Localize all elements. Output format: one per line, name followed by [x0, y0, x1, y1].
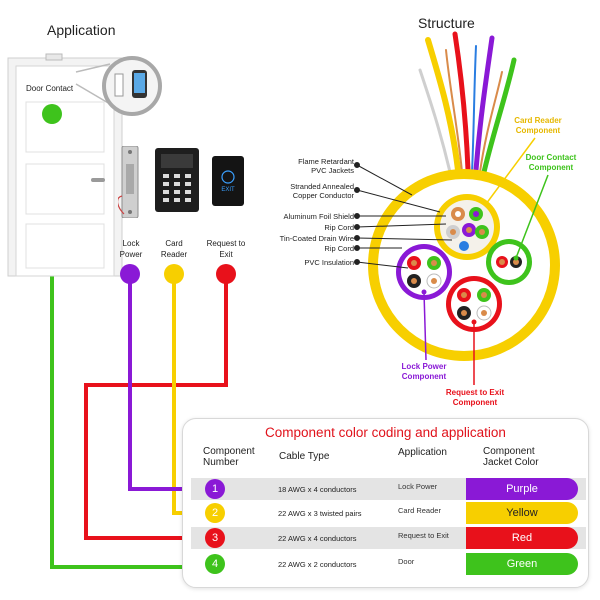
structure-label-rip-cord-1: Rip Cord	[324, 223, 354, 232]
cable-type-cell: 22 AWG x 4 conductors	[278, 534, 357, 543]
table-row: 2 22 AWG x 3 twisted pairs Card Reader Y…	[191, 502, 586, 524]
exit-button: EXIT	[212, 156, 244, 206]
table-row: 3 22 AWG x 4 conductors Request to Exit …	[191, 527, 586, 549]
electric-strike-lock	[118, 146, 139, 218]
door-contact-label: Door Contact	[26, 84, 74, 93]
table-row: 1 18 AWG x 4 conductors Lock Power Purpl…	[191, 478, 586, 500]
structure-label-rip-cord-2: Rip Cord	[324, 244, 354, 253]
cable-type-cell: 22 AWG x 3 twisted pairs	[278, 509, 362, 518]
component-number-badge: 2	[205, 503, 225, 523]
card-reader-label: Card Reader	[160, 239, 188, 259]
application-cell: Door	[398, 557, 415, 566]
header-jacket-color: Component Jacket Color	[483, 446, 539, 468]
structure-label-flame-retardant: Flame Retardant PVC Jackets	[298, 157, 354, 175]
callout-door-contact: Door Contact Component	[525, 153, 577, 172]
cable-type-cell: 18 AWG x 4 conductors	[278, 485, 357, 494]
sensor-magnifier	[75, 56, 162, 116]
table-row: 4 22 AWG x 2 conductors Door Green	[191, 553, 586, 575]
header-cable-type: Cable Type	[279, 451, 330, 462]
component-number-badge: 3	[205, 528, 225, 548]
cable-strands	[418, 31, 517, 175]
callout-request-to-exit: Request to Exit Component	[445, 388, 505, 407]
component-number-badge: 4	[205, 554, 225, 574]
application-cell: Lock Power	[398, 482, 438, 491]
jacket-color-cell: Purple	[466, 478, 578, 500]
request-to-exit-label: Request to Exit	[206, 239, 246, 259]
callout-lock-power: Lock Power Component	[401, 362, 447, 381]
structure-title: Structure	[418, 15, 475, 31]
application-cell: Request to Exit	[398, 531, 449, 540]
structure-label-copper-conductor: Stranded Annealed Copper Conductor	[290, 182, 354, 200]
structure-label-foil-shield: Aluminum Foil Shield	[283, 212, 354, 221]
request-to-exit-dot	[216, 264, 236, 284]
card-reader-keypad	[155, 148, 199, 212]
table-title: Component color coding and application	[265, 425, 506, 440]
header-application: Application	[398, 447, 447, 458]
door-contact-dot	[42, 104, 62, 124]
lock-power-dot	[120, 264, 140, 284]
structure-label-pvc-insulation: PVC Insulation	[304, 258, 354, 267]
jacket-color-cell: Red	[466, 527, 578, 549]
red-wire	[84, 274, 228, 540]
component-table-panel: Component color coding and application C…	[182, 418, 589, 588]
jacket-color-cell: Yellow	[466, 502, 578, 524]
card-reader-dot	[164, 264, 184, 284]
structure-label-drain-wire: Tin-Coated Drain Wire	[279, 234, 354, 243]
door-illustration	[7, 53, 123, 277]
header-component-number: Component Number	[203, 446, 255, 468]
component-number-badge: 1	[205, 479, 225, 499]
exit-button-text: EXIT	[221, 187, 235, 193]
purple-wire	[128, 274, 200, 491]
application-cell: Card Reader	[398, 506, 441, 515]
lock-power-label: Lock Power	[119, 239, 143, 259]
application-title: Application	[47, 22, 116, 38]
cable-structure-diagram	[354, 31, 560, 385]
jacket-color-cell: Green	[466, 553, 578, 575]
callout-card-reader: Card Reader Component	[514, 116, 562, 135]
cable-type-cell: 22 AWG x 2 conductors	[278, 560, 357, 569]
